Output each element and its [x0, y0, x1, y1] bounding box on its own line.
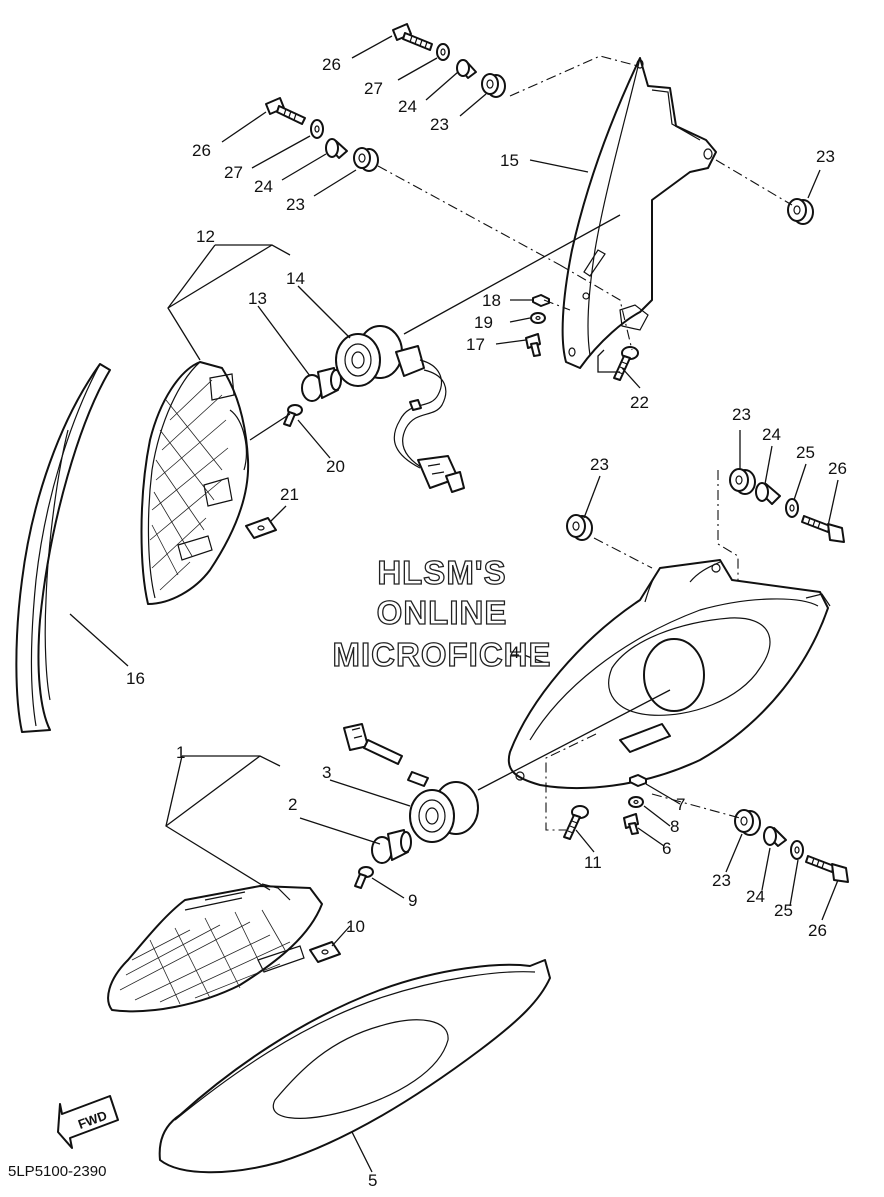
callout-21: 21: [280, 485, 299, 504]
turn-signal-left-housing: [140, 361, 250, 605]
clip-10: [309, 941, 341, 963]
bracket-15: [561, 57, 717, 369]
callout-24: 24: [398, 97, 417, 116]
socket-3: [343, 723, 479, 843]
callout-12: 12: [196, 227, 215, 246]
headlight-4: [507, 559, 831, 789]
watermark-line-1: HLSM'S: [377, 554, 506, 591]
callout-24: 24: [762, 425, 781, 444]
cover-16: [15, 363, 111, 733]
watermark-line-2: ONLINE: [377, 594, 508, 631]
callout-24: 24: [254, 177, 273, 196]
callout-4: 4: [510, 643, 519, 662]
screw-20: [283, 404, 303, 427]
callout-14: 14: [286, 269, 305, 288]
callout-13: 13: [248, 289, 267, 308]
callout-27: 27: [364, 79, 383, 98]
callout-26: 26: [192, 141, 211, 160]
stack-right-upper: [729, 468, 845, 543]
callout-23: 23: [430, 115, 449, 134]
stack-right-lower: [734, 809, 849, 883]
callout-1: 1: [176, 743, 185, 762]
bolt-11: [563, 805, 589, 840]
screw-9: [354, 866, 374, 889]
callout-17: 17: [466, 335, 485, 354]
grommet-23-lower: [353, 147, 379, 172]
callout-25: 25: [774, 901, 793, 920]
callout-18: 18: [482, 291, 501, 310]
nut-18: [532, 294, 550, 307]
cover-5: [158, 959, 551, 1174]
callout-11: 11: [584, 853, 602, 872]
clip-21: [245, 517, 277, 539]
callout-20: 20: [326, 457, 345, 476]
screw-17: [525, 333, 541, 357]
callout-23: 23: [816, 147, 835, 166]
washer-19: [530, 312, 546, 324]
callout-26: 26: [828, 459, 847, 478]
callout-numbers: 26 27 24 23 26 27 24 23 15 23 12 13 14 1…: [126, 55, 847, 1190]
callout-23: 23: [732, 405, 751, 424]
callout-24: 24: [746, 887, 765, 906]
callout-25: 25: [796, 443, 815, 462]
callout-23: 23: [712, 871, 731, 890]
bulb-13: [301, 367, 342, 402]
diagram-code: 5LP5100-2390: [8, 1163, 106, 1180]
callout-8: 8: [670, 817, 679, 836]
callout-5: 5: [368, 1171, 377, 1190]
callout-26: 26: [322, 55, 341, 74]
turn-signal-right-housing: [107, 883, 323, 1013]
watermark-line-3: MICROFICHE: [333, 636, 552, 673]
callout-10: 10: [346, 917, 365, 936]
washer-27-upper: [436, 43, 450, 61]
callout-23: 23: [590, 455, 609, 474]
grommet-23-mid-left: [566, 514, 593, 541]
callout-3: 3: [322, 763, 331, 782]
collar-24-upper: [456, 59, 477, 79]
collar-24-lower: [325, 138, 348, 159]
grommet-23-upper: [481, 73, 506, 98]
grommet-23-right: [787, 198, 814, 225]
wire-harness-14: [393, 359, 465, 493]
bolt-22: [613, 346, 639, 381]
callout-16: 16: [126, 669, 145, 688]
callout-27: 27: [224, 163, 243, 182]
fwd-arrow: FWD: [57, 1095, 119, 1149]
hw-6-7-8: [623, 774, 647, 835]
callout-7: 7: [676, 795, 685, 814]
leader-lines: [69, 35, 839, 1173]
callout-19: 19: [474, 313, 493, 332]
washer-27-lower: [310, 119, 324, 139]
callout-22: 22: [630, 393, 649, 412]
callout-6: 6: [662, 839, 671, 858]
watermark: HLSM'S ONLINE MICROFICHE: [332, 553, 552, 673]
callout-15: 15: [500, 151, 519, 170]
callout-23: 23: [286, 195, 305, 214]
socket-14: [335, 325, 425, 387]
callout-9: 9: [408, 891, 417, 910]
callout-2: 2: [288, 795, 297, 814]
bolt-26-upper: [392, 23, 433, 51]
bolt-26-lower: [265, 97, 306, 125]
bulb-2: [371, 829, 412, 864]
callout-26: 26: [808, 921, 827, 940]
